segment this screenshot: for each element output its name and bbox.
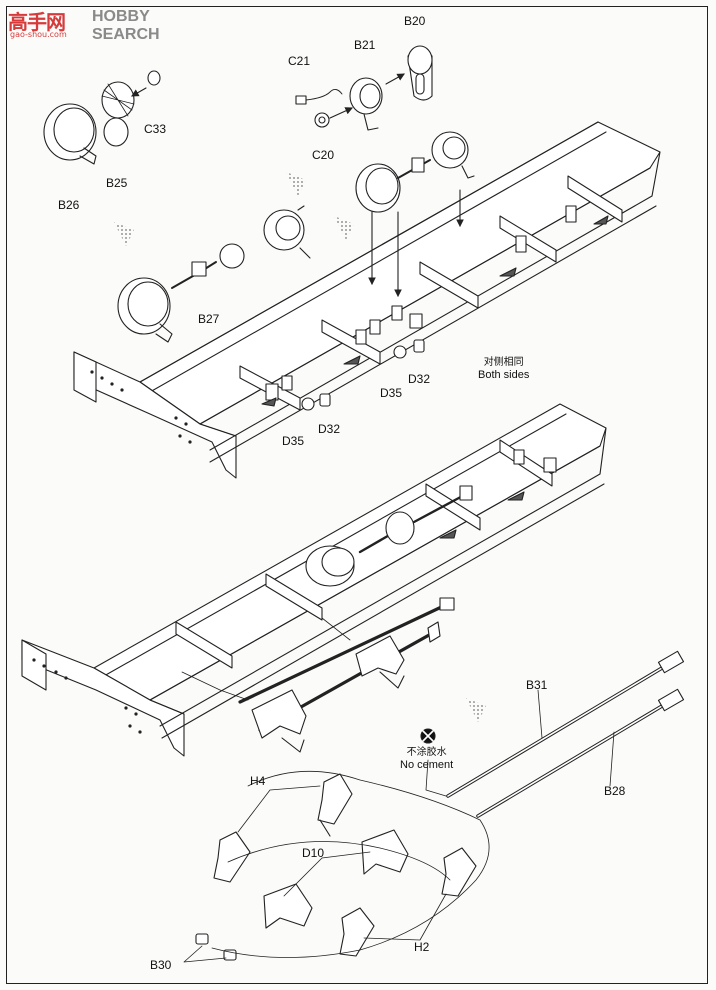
steering-b21 <box>349 73 405 131</box>
lower-chassis-frame <box>21 403 607 757</box>
label-h4: H4 <box>250 774 266 788</box>
note-no-cement-chinese: 不涂胶水 <box>406 747 447 758</box>
bogie-d10-lower <box>263 883 313 929</box>
rod-b28 <box>476 688 685 818</box>
note-both-sides-english: Both sides <box>478 369 530 381</box>
label-b31: B31 <box>526 678 548 692</box>
part-d32-upper <box>413 339 425 353</box>
watermark-url: gao-shou.com <box>10 30 67 39</box>
direction-arrow-3 <box>334 216 354 240</box>
note-both-sides-chinese: 对侧相同 <box>483 357 524 368</box>
cap-c33 <box>131 70 161 97</box>
direction-arrow-1 <box>286 172 306 196</box>
label-d35-upper: D35 <box>380 386 403 400</box>
axle-assembly-left <box>117 205 311 343</box>
label-h2: H2 <box>414 940 430 954</box>
label-b25: B25 <box>106 176 128 190</box>
upper-chassis-frame <box>73 121 661 479</box>
label-b20: B20 <box>404 14 426 28</box>
rod-b31 <box>446 650 685 798</box>
bracket-b20 <box>407 45 433 101</box>
direction-arrow-4 <box>466 698 486 722</box>
washer-c20 <box>314 107 354 128</box>
note-no-cement: 不涂胶水 No cement <box>400 746 453 772</box>
label-c20: C20 <box>312 148 335 162</box>
bogie-d10-upper <box>361 829 409 875</box>
label-d32-upper: D32 <box>408 372 431 386</box>
bogie-h4-upper <box>317 773 353 837</box>
label-b27: B27 <box>198 312 220 326</box>
part-d35-upper <box>393 345 407 359</box>
page-border <box>6 6 708 984</box>
watermark-logo: 高手网 HOBBY SEARCH gao-shou.com <box>4 4 164 44</box>
label-d35-lower: D35 <box>282 434 305 448</box>
watermark-chinese: 高手网 <box>8 10 66 34</box>
part-d32-lower <box>319 393 331 407</box>
pin-c21 <box>295 89 343 105</box>
label-d10: D10 <box>302 846 325 860</box>
label-c33: C33 <box>144 122 167 136</box>
label-b28: B28 <box>604 784 626 798</box>
part-d35-lower <box>301 397 315 411</box>
label-c21: C21 <box>288 54 311 68</box>
note-both-sides: 对侧相同 Both sides <box>478 356 529 382</box>
label-b26: B26 <box>58 198 80 212</box>
bogie-h4-lower <box>213 831 251 883</box>
axle-assembly-right <box>355 131 475 213</box>
pin-b30 <box>195 933 237 961</box>
wheel-hub-b25 <box>101 81 135 147</box>
suspension-assembly <box>238 597 455 753</box>
note-no-cement-english: No cement <box>400 759 454 771</box>
direction-arrow-2 <box>114 222 134 246</box>
watermark-english: HOBBY SEARCH <box>92 8 160 43</box>
wheel-drum-b26 <box>43 103 97 165</box>
label-d32-lower: D32 <box>318 422 341 436</box>
bogie-h2-lower <box>339 907 375 957</box>
label-b30: B30 <box>150 958 172 972</box>
bogie-h2-upper <box>441 847 477 897</box>
no-cement-icon <box>420 728 436 744</box>
label-b21: B21 <box>354 38 376 52</box>
